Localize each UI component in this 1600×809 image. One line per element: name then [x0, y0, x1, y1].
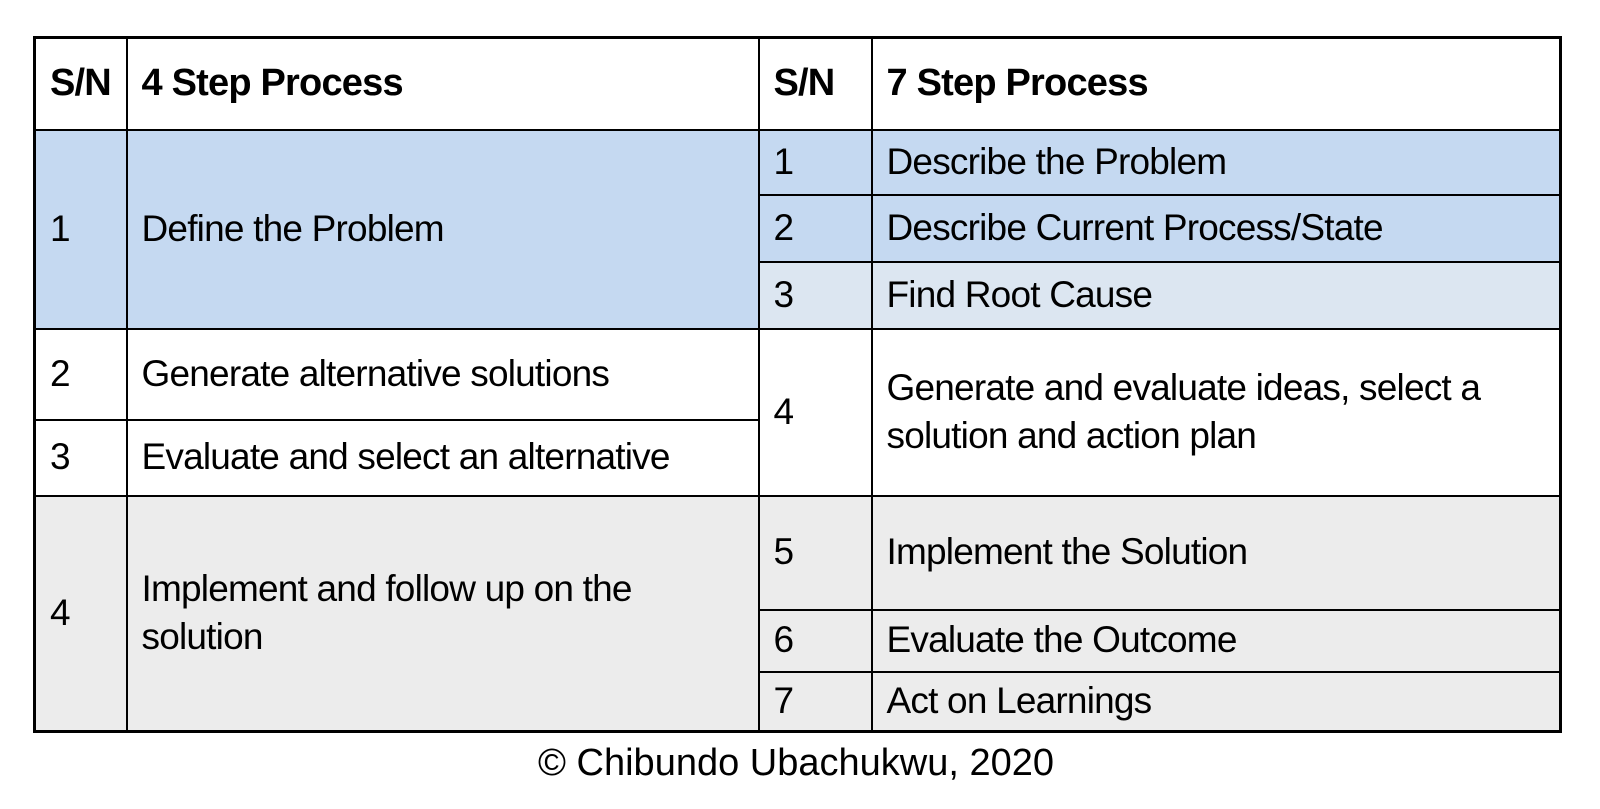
header-row: S/N 4 Step Process S/N 7 Step Process: [33, 36, 1562, 131]
header-right-sn: S/N: [757, 36, 873, 131]
four-step-row-4-sn: 4: [33, 494, 128, 733]
table-row: 1 Define the Problem 1 Describe the Prob…: [33, 128, 1562, 330]
four-step-row-2-label: Generate alternative solutions: [125, 327, 760, 421]
table-row: 2 Generate alternative solutions 4 Gener…: [33, 327, 1562, 497]
seven-step-row-6-label: Evaluate the Outcome: [870, 608, 1562, 673]
seven-step-row-3-sn: 3: [757, 260, 873, 330]
seven-step-row-4-label: Generate and evaluate ideas, select a so…: [870, 327, 1562, 497]
seven-step-row-7-label: Act on Learnings: [870, 670, 1562, 733]
four-step-row-1-label: Define the Problem: [125, 128, 760, 330]
table-row: 6 Evaluate the Outcome: [35, 608, 1562, 673]
table-row: 3 Find Root Cause: [35, 260, 1562, 330]
table-row: 3 Evaluate and select an alternative: [33, 418, 1561, 497]
table-row: 2 Describe Current Process/State: [35, 193, 1562, 263]
copyright-text: © Chibundo Ubachukwu, 2020: [537, 742, 1054, 784]
seven-step-row-5-sn: 5: [757, 494, 873, 611]
seven-step-row-1-sn: 1: [757, 128, 873, 196]
table-row: 7 Act on Learnings: [35, 670, 1562, 733]
seven-step-row-1-label: Describe the Problem: [870, 128, 1562, 196]
seven-step-row-2-label: Describe Current Process/State: [870, 193, 1562, 263]
seven-step-row-6-sn: 6: [757, 608, 873, 673]
four-step-row-4-label: Implement and follow up on the solution: [125, 494, 760, 733]
seven-step-row-3-label: Find Root Cause: [870, 260, 1562, 330]
header-left-sn: S/N: [33, 36, 128, 131]
seven-step-row-4-text: Generate and evaluate ideas, select a so…: [886, 366, 1481, 456]
four-step-row-1-sn: 1: [33, 128, 128, 330]
seven-step-row-2-sn: 2: [757, 193, 873, 263]
four-step-row-3-sn: 3: [33, 418, 128, 497]
four-step-row-3-label: Evaluate and select an alternative: [125, 418, 760, 497]
seven-step-row-4-sn: 4: [757, 327, 873, 497]
table-row: 4 Implement and follow up on the solutio…: [33, 494, 1562, 733]
process-comparison-table: S/N 4 Step Process S/N 7 Step Process 1 …: [33, 36, 1562, 733]
seven-step-row-5-label: Implement the Solution: [870, 494, 1562, 611]
seven-step-row-7-sn: 7: [757, 670, 873, 733]
header-right-title: 7 Step Process: [870, 36, 1562, 131]
four-step-row-2-sn: 2: [33, 327, 128, 421]
header-left-title: 4 Step Process: [125, 36, 760, 131]
four-step-row-4-text: Implement and follow up on the solution: [141, 568, 633, 658]
